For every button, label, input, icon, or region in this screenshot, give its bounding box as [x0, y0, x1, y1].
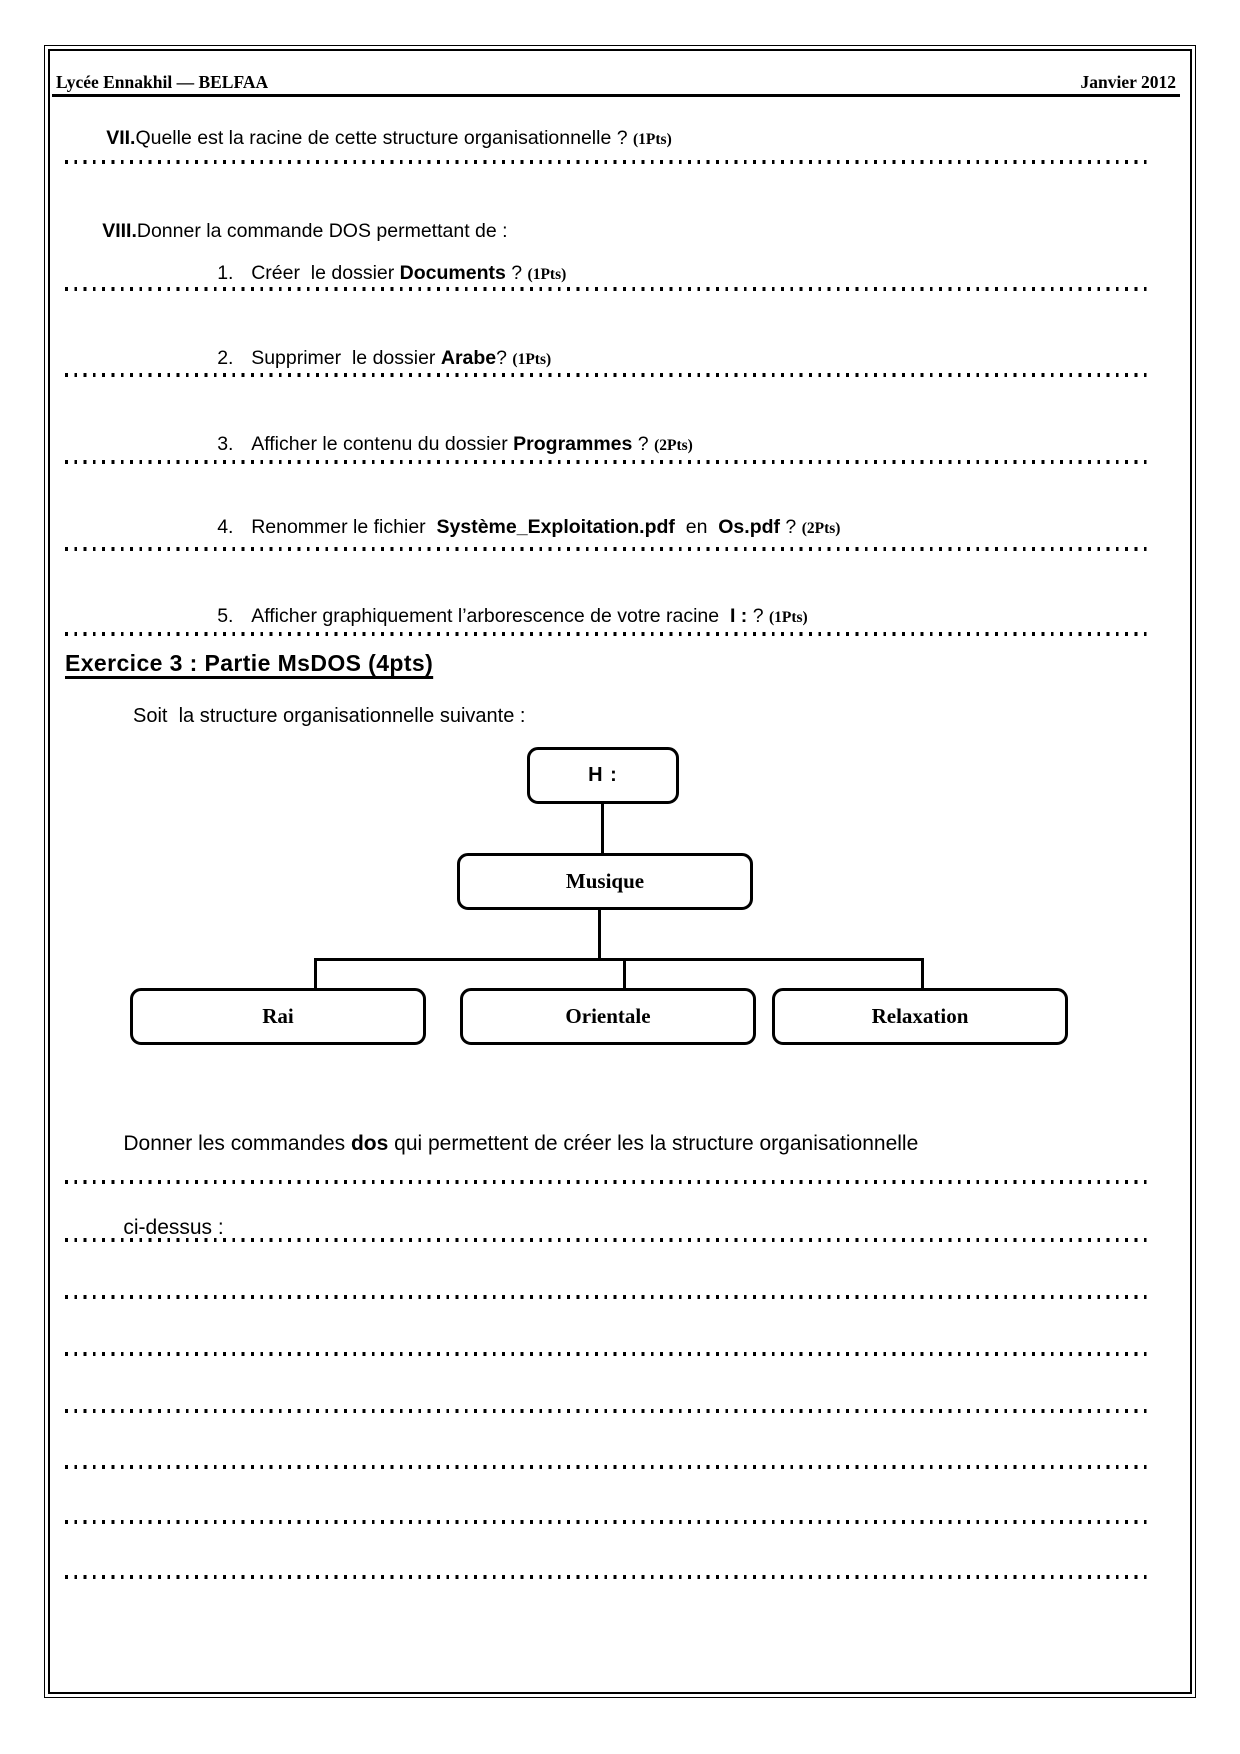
- connector-musique-line: [598, 910, 601, 958]
- connector-horizontal-line: [314, 958, 924, 961]
- answer-dotted-line: [65, 1180, 1148, 1184]
- header-rule: [52, 94, 1180, 97]
- answer-dotted-line: [65, 160, 1148, 164]
- item-points: (1Pts): [527, 266, 567, 283]
- connector-root-line: [601, 804, 604, 853]
- item-points: (2Pts): [654, 437, 693, 454]
- exercise3-intro: Soit la structure organisationnelle suiv…: [133, 705, 526, 727]
- question-viii-text: Donner la commande DOS permettant de :: [136, 220, 508, 242]
- answer-dotted-line: [65, 1352, 1148, 1356]
- list-item-2: 2. Supprimer le dossier Arabe? (1Pts): [163, 322, 551, 396]
- item-bold-text: Os.pdf: [718, 516, 781, 538]
- page-header: Lycée Ennakhil — BELFAA Janvier 2012: [56, 73, 1176, 92]
- item-text: en: [674, 516, 719, 538]
- connector-relaxation-line: [921, 958, 924, 988]
- question-viii: VIII.Donner la commande DOS permettant d…: [48, 195, 508, 267]
- question-vii-text: Quelle est la racine de cette structure …: [135, 127, 633, 149]
- connector-orientale-line: [623, 958, 626, 988]
- closing-text: Donner les commandes: [123, 1132, 351, 1155]
- answer-dotted-line: [65, 547, 1148, 551]
- page-border-inner: Lycée Ennakhil — BELFAA Janvier 2012 VII…: [48, 49, 1192, 1694]
- question-vii-points: (1Pts): [633, 131, 672, 148]
- item-number: 1.: [217, 262, 234, 284]
- answer-dotted-line: [65, 287, 1148, 291]
- item-text: Renommer le fichier: [251, 516, 437, 538]
- answer-dotted-line: [65, 632, 1148, 636]
- item-number: 2.: [217, 347, 234, 369]
- item-text: ?: [747, 605, 769, 627]
- item-number: 3.: [217, 433, 234, 455]
- item-text: ?: [505, 262, 528, 284]
- page-border-outer: Lycée Ennakhil — BELFAA Janvier 2012 VII…: [44, 45, 1196, 1698]
- item-bold-text: Système_Exploitation.pdf: [436, 516, 675, 538]
- answer-dotted-line: [65, 1465, 1148, 1469]
- header-date: Janvier 2012: [1080, 72, 1176, 92]
- item-points: (2Pts): [801, 520, 841, 537]
- list-item-5: 5. Afficher graphiquement l’arborescence …: [163, 580, 808, 654]
- item-bold-text: Programmes: [513, 433, 633, 455]
- school-name: Lycée Ennakhil — BELFAA: [56, 72, 269, 92]
- item-number: 4.: [217, 516, 234, 538]
- closing-text: qui permettent de créer les la structure…: [388, 1132, 919, 1155]
- item-points: (1Pts): [512, 351, 552, 368]
- org-node-relaxation: Relaxation: [772, 988, 1068, 1045]
- closing-instruction: Donner les commandes dos qui permettent …: [65, 1081, 918, 1291]
- list-item-4: 4. Renommer le fichier Système_Exploitati…: [163, 491, 840, 565]
- answer-dotted-line: [65, 1520, 1148, 1524]
- org-node-root: H :: [527, 747, 679, 804]
- item-bold-text: Documents: [399, 262, 506, 284]
- page-content: Lycée Ennakhil — BELFAA Janvier 2012 VII…: [50, 51, 1190, 1692]
- item-text: Supprimer le dossier: [251, 347, 441, 369]
- list-item-3: 3. Afficher le contenu du dossier Program…: [163, 408, 693, 482]
- org-node-musique: Musique: [457, 853, 753, 910]
- item-text: Afficher graphiquement l’arborescence de…: [251, 605, 730, 627]
- org-node-rai: Rai: [130, 988, 426, 1045]
- item-text: Créer le dossier: [251, 262, 400, 284]
- item-bold-text: I :: [729, 605, 748, 627]
- answer-dotted-line: [65, 1409, 1148, 1413]
- answer-dotted-line: [65, 460, 1148, 464]
- item-points: (1Pts): [768, 609, 808, 626]
- item-number: 5.: [217, 605, 234, 627]
- org-chart: H : Musique Rai Orientale Relaxation: [50, 747, 1190, 1047]
- exercise3-title: Exercice 3 : Partie MsDOS (4pts): [65, 650, 434, 676]
- question-vii-number: VII.: [106, 127, 136, 149]
- item-bold-text: Arabe: [440, 347, 497, 369]
- question-viii-number: VIII.: [102, 220, 137, 242]
- org-node-orientale: Orientale: [460, 988, 756, 1045]
- item-text: ?: [496, 347, 513, 369]
- question-vii: VII.Quelle est la racine de cette struct…: [52, 102, 672, 176]
- closing-text-line2: ci-dessus :: [123, 1216, 224, 1239]
- answer-dotted-line: [65, 1295, 1148, 1299]
- item-text: ?: [780, 516, 802, 538]
- answer-dotted-line: [65, 373, 1148, 377]
- list-item-1: 1. Créer le dossier Documents ? (1Pts): [163, 237, 566, 311]
- answer-dotted-line: [65, 1575, 1148, 1579]
- item-text: Afficher le contenu du dossier: [251, 433, 514, 455]
- closing-bold-text: dos: [350, 1132, 389, 1155]
- answer-dotted-line: [65, 1238, 1148, 1242]
- item-text: ?: [632, 433, 655, 455]
- connector-rai-line: [314, 958, 317, 988]
